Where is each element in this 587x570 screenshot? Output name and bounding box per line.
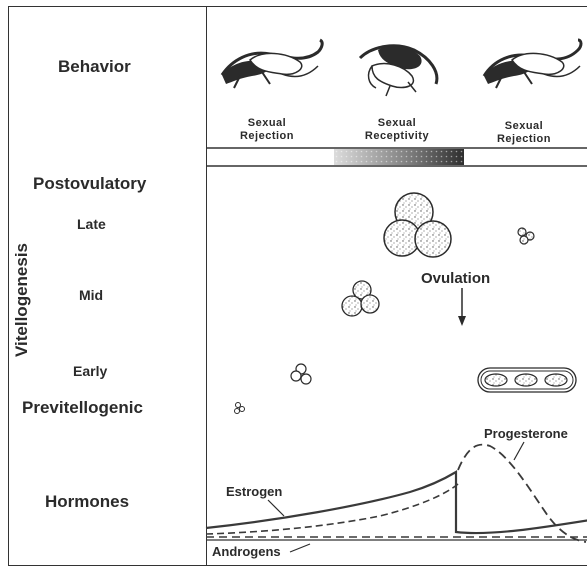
follicle-cluster-previtellogenic-icon: [235, 403, 245, 414]
progesterone-leader-line: [514, 442, 524, 460]
follicle-cluster-early-icon: [291, 364, 311, 384]
lizard-pair-rejection-left-icon: [222, 40, 322, 88]
corpus-luteum-small-icon: [518, 228, 534, 244]
androgens-leader-line: [290, 544, 310, 552]
estrogen-leader-line: [268, 500, 284, 516]
androgens-label: Androgens: [212, 544, 281, 559]
progesterone-curve: [458, 445, 586, 542]
oviducal-eggs-icon: [478, 368, 576, 392]
ovulation-label: Ovulation: [421, 270, 490, 287]
estrogen-label: Estrogen: [226, 484, 282, 499]
lizard-pair-rejection-right-icon: [484, 40, 581, 88]
follicle-cluster-postovulatory-icon: [384, 193, 451, 257]
follicle-cluster-mid-icon: [342, 281, 379, 316]
receptivity-bar-texture: [334, 149, 464, 165]
progesterone-label: Progesterone: [484, 426, 568, 441]
ovulation-arrowhead-icon: [458, 316, 466, 326]
lizard-pair-receptivity-icon: [360, 46, 437, 96]
estrogen-curve: [206, 472, 587, 533]
